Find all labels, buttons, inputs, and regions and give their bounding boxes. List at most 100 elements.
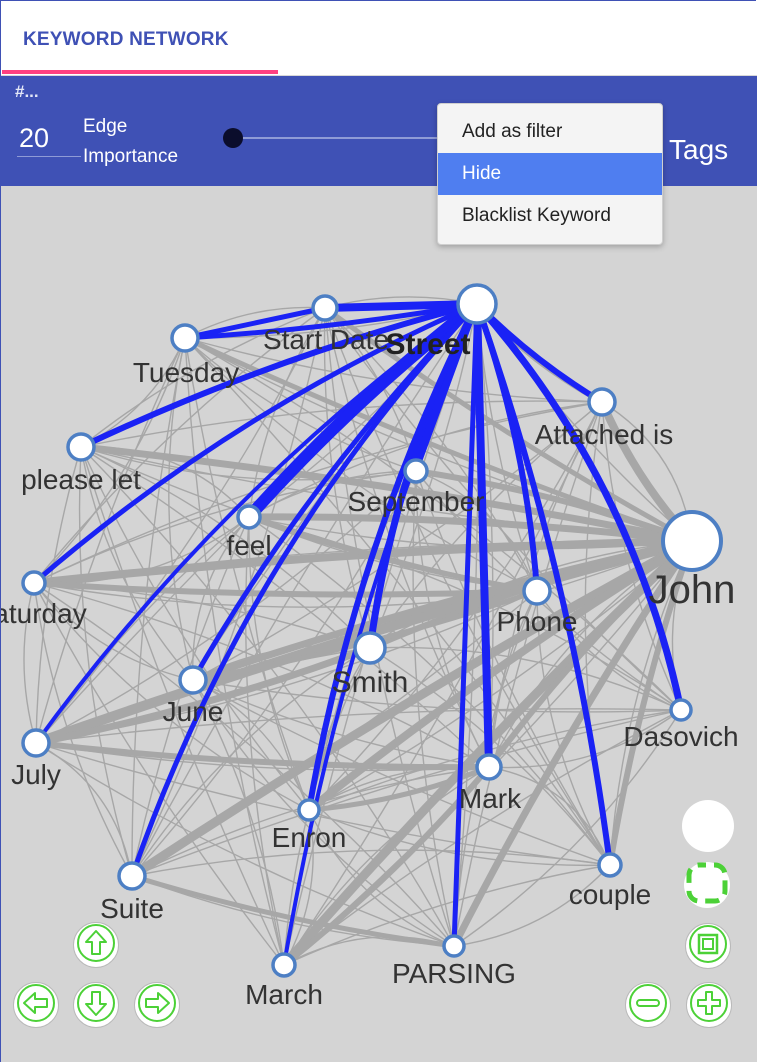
menu-item-add-as-filter[interactable]: Add as filter — [462, 121, 563, 142]
highlighted-edge — [34, 302, 479, 745]
edge — [415, 470, 538, 592]
edge — [33, 470, 417, 584]
edge — [80, 446, 417, 481]
edge-label-line1: Edge — [83, 116, 128, 137]
edge — [80, 446, 490, 768]
node-label-street: Street — [385, 328, 470, 361]
slider-track[interactable] — [235, 137, 449, 139]
node-street[interactable] — [456, 283, 498, 325]
pan-left-button[interactable] — [13, 982, 59, 1028]
edge-strong — [306, 764, 492, 813]
node-john[interactable] — [661, 510, 723, 572]
node-label-july: July — [11, 759, 61, 790]
edge — [184, 306, 326, 339]
edge-strong — [281, 764, 492, 968]
edge — [308, 401, 603, 811]
node-dasovich[interactable] — [669, 698, 693, 722]
edge — [488, 766, 611, 866]
arrow-left-icon — [16, 983, 56, 1028]
node-march[interactable] — [271, 952, 297, 978]
edge — [283, 766, 490, 966]
plus-icon — [689, 983, 729, 1028]
node-smith[interactable] — [353, 631, 387, 665]
highlighted-edge — [451, 301, 480, 949]
pan-right-button[interactable] — [134, 982, 180, 1028]
fullscreen-icon — [684, 860, 730, 911]
node-attached[interactable] — [587, 387, 617, 417]
zoom-in-button[interactable] — [686, 982, 732, 1028]
edge — [80, 307, 326, 448]
fullscreen-button[interactable] — [684, 862, 730, 908]
edge-count-input[interactable] — [17, 120, 81, 157]
edge — [184, 337, 310, 811]
highlighted-edge — [473, 300, 685, 714]
edge — [192, 679, 285, 966]
node-suite[interactable] — [117, 861, 147, 891]
node-label-tuesday: Tuesday — [133, 357, 239, 388]
node-feel[interactable] — [236, 504, 262, 530]
node-label-startdate: Start Date — [263, 324, 389, 355]
node-label-saturday: aturday — [1, 598, 87, 629]
menu-item-hide[interactable]: Hide — [438, 153, 662, 195]
node-june[interactable] — [178, 665, 208, 695]
pan-up-button[interactable] — [73, 922, 119, 968]
arrow-down-icon — [76, 983, 116, 1028]
node-couple[interactable] — [597, 852, 623, 878]
edge — [476, 303, 494, 768]
context-menu: Add as filter Hide Blacklist Keyword — [437, 103, 663, 245]
node-parsing[interactable] — [442, 934, 466, 958]
highlighted-edge — [282, 302, 479, 967]
edge — [35, 337, 186, 744]
edge-label-line2: Importance — [83, 146, 179, 167]
edge — [33, 582, 194, 681]
highlighted-edge — [473, 300, 493, 771]
edge-importance-slider[interactable] — [223, 126, 453, 150]
tab-keyword-network[interactable]: KEYWORD NETWORK — [23, 29, 229, 50]
node-label-enron: Enron — [272, 822, 347, 853]
edge-strong — [486, 538, 695, 770]
edge — [453, 709, 682, 947]
node-phone[interactable] — [522, 576, 552, 606]
pan-down-button[interactable] — [73, 982, 119, 1028]
node-label-september: September — [348, 486, 485, 517]
node-startdate[interactable] — [311, 294, 339, 322]
node-mark[interactable] — [475, 753, 503, 781]
edge — [33, 337, 186, 584]
node-label-mark: Mark — [459, 783, 522, 814]
edge — [453, 864, 611, 947]
menu-item-blacklist-keyword[interactable]: Blacklist Keyword — [462, 205, 611, 226]
highlighted-edge — [129, 301, 480, 879]
node-september[interactable] — [403, 458, 429, 484]
node-label-dasovich: Dasovich — [623, 721, 738, 752]
active-tab-indicator — [2, 70, 278, 74]
node-label-couple: couple — [569, 879, 652, 910]
fit-screen-button[interactable] — [685, 923, 731, 969]
node-tuesday[interactable] — [170, 323, 200, 353]
edge — [33, 582, 455, 947]
node-label-suite: Suite — [100, 893, 164, 924]
highlighted-edge — [306, 301, 480, 813]
edge-strong — [450, 537, 696, 950]
node-saturday[interactable] — [21, 570, 47, 596]
edge — [192, 679, 611, 866]
slider-thumb[interactable] — [223, 128, 243, 148]
edge — [536, 590, 682, 711]
node-enron[interactable] — [297, 798, 321, 822]
edge — [245, 516, 285, 966]
node-label-pleaselet: please let — [21, 464, 141, 495]
node-july[interactable] — [21, 728, 51, 758]
edge — [131, 303, 478, 877]
node-pleaselet[interactable] — [66, 432, 96, 462]
edge — [33, 582, 285, 966]
tags-button[interactable]: Tags — [669, 134, 729, 165]
node-label-phone: Phone — [497, 606, 578, 637]
highlighted-edge — [78, 301, 480, 450]
highlighted-edge — [413, 301, 480, 474]
edge-strong — [322, 305, 695, 544]
arrow-right-icon — [137, 983, 177, 1028]
node-label-attached: Attached is — [535, 419, 674, 450]
zoom-out-button[interactable] — [625, 982, 671, 1028]
